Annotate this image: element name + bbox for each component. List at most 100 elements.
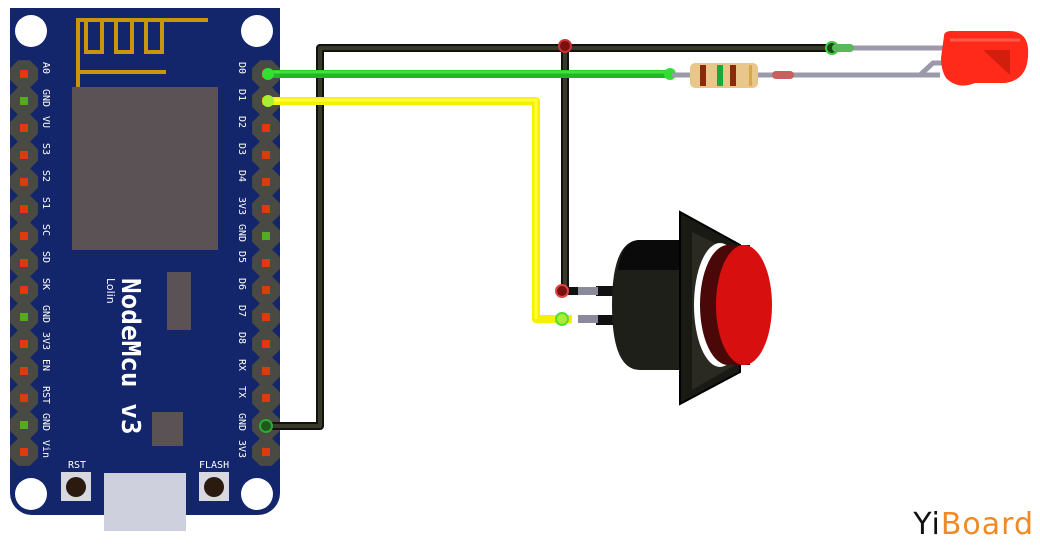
led[interactable] <box>941 30 1029 86</box>
board-subtitle: Lolin <box>104 278 117 304</box>
pin-left-gnd[interactable]: GND <box>10 303 51 331</box>
led-anode-leg-tip <box>772 71 794 79</box>
pin-left-a0[interactable]: A0 <box>10 60 51 88</box>
pin-label: Vin <box>40 440 51 458</box>
wire-endpoint <box>259 419 273 433</box>
led-cathode-leg <box>832 44 945 52</box>
button-leg <box>596 286 618 296</box>
wire-d1-yellow[interactable] <box>268 97 572 323</box>
usb-connector <box>104 473 186 531</box>
pin-label: RST <box>40 386 51 404</box>
push-button[interactable] <box>578 210 772 406</box>
pin-label: D7 <box>236 305 247 317</box>
wire-junction <box>558 39 572 53</box>
pin-right-d2[interactable]: D2 <box>236 114 280 142</box>
pin-label: D1 <box>236 89 247 101</box>
pin-right-3v3[interactable]: 3V3 <box>236 195 280 223</box>
button-housing <box>612 240 690 370</box>
rst-button[interactable] <box>61 472 91 501</box>
pin-left-s1[interactable]: S1 <box>10 195 51 223</box>
resistor-body <box>690 63 758 88</box>
pin-label: SD <box>40 251 51 263</box>
pin-label: TX <box>236 386 247 398</box>
pin-label: RX <box>236 359 247 371</box>
watermark-board: Board <box>940 507 1034 542</box>
rst-label: RST <box>68 460 86 471</box>
pin-label: 3V3 <box>236 197 247 215</box>
pin-label: D2 <box>236 116 247 128</box>
wire-endpoint <box>262 95 274 107</box>
resistor-band <box>749 65 752 86</box>
pin-left-3v3[interactable]: 3V3 <box>10 330 51 358</box>
board-title: NodeMcu v3 <box>115 278 145 435</box>
pin-left-rst[interactable]: RST <box>10 384 51 412</box>
resistor[interactable] <box>672 60 945 88</box>
pin-label: D8 <box>236 332 247 344</box>
pin-label: S3 <box>40 143 51 155</box>
pin-right-rx[interactable]: RX <box>236 357 280 385</box>
mounting-hole <box>15 478 47 510</box>
pin-right-d5[interactable]: D5 <box>236 249 280 277</box>
pin-left-sc[interactable]: SC <box>10 222 51 250</box>
pin-label: EN <box>40 359 51 371</box>
pin-label: D4 <box>236 170 247 182</box>
yiboard-watermark: YiBoard <box>913 507 1034 542</box>
wire-endpoint <box>555 312 569 326</box>
pin-label: S1 <box>40 197 51 209</box>
mounting-hole <box>241 15 273 47</box>
chip <box>152 412 183 446</box>
pin-label: A0 <box>40 62 51 74</box>
pin-label: D0 <box>236 62 247 74</box>
pin-label: GND <box>236 224 247 242</box>
mounting-hole <box>241 478 273 510</box>
pin-label: SC <box>40 224 51 236</box>
watermark-yi: Yi <box>913 507 941 542</box>
flash-label: FLASH <box>199 460 229 471</box>
flash-button[interactable] <box>199 472 229 501</box>
esp-module-shield <box>72 87 218 250</box>
pin-right-tx[interactable]: TX <box>236 384 280 412</box>
pin-left-vu[interactable]: VU <box>10 114 51 142</box>
pin-label: GND <box>40 413 51 431</box>
button-cap <box>716 245 772 365</box>
mounting-hole <box>15 15 47 47</box>
pin-label: D5 <box>236 251 247 263</box>
chip <box>167 272 191 330</box>
pin-right-3v3[interactable]: 3V3 <box>236 438 280 466</box>
pin-label: SK <box>40 278 51 290</box>
pin-left-sk[interactable]: SK <box>10 276 51 304</box>
pin-label: S2 <box>40 170 51 182</box>
pin-right-d4[interactable]: D4 <box>236 168 280 196</box>
pin-label: D6 <box>236 278 247 290</box>
pin-right-gnd[interactable]: GND <box>236 222 280 250</box>
resistor-band <box>700 65 706 86</box>
pin-left-s3[interactable]: S3 <box>10 141 51 169</box>
wire-endpoint <box>262 68 274 80</box>
pin-left-sd[interactable]: SD <box>10 249 51 277</box>
pin-left-s2[interactable]: S2 <box>10 168 51 196</box>
pin-label: D3 <box>236 143 247 155</box>
pin-right-d8[interactable]: D8 <box>236 330 280 358</box>
pin-right-d6[interactable]: D6 <box>236 276 280 304</box>
pin-label: VU <box>40 116 51 128</box>
pin-label: 3V3 <box>236 440 247 458</box>
pin-right-d7[interactable]: D7 <box>236 303 280 331</box>
wires <box>259 39 839 433</box>
pin-left-gnd[interactable]: GND <box>10 87 51 115</box>
wire-endpoint <box>555 284 569 298</box>
resistor-band <box>717 65 723 86</box>
pin-left-vin[interactable]: Vin <box>10 438 51 466</box>
pin-label: GND <box>40 89 51 107</box>
resistor-band <box>730 65 736 86</box>
pin-left-en[interactable]: EN <box>10 357 51 385</box>
pin-label: 3V3 <box>40 332 51 350</box>
button-leg <box>596 315 618 325</box>
pin-left-gnd[interactable]: GND <box>10 411 51 439</box>
pin-label: GND <box>40 305 51 323</box>
pin-right-d3[interactable]: D3 <box>236 141 280 169</box>
pin-label: GND <box>236 413 247 431</box>
